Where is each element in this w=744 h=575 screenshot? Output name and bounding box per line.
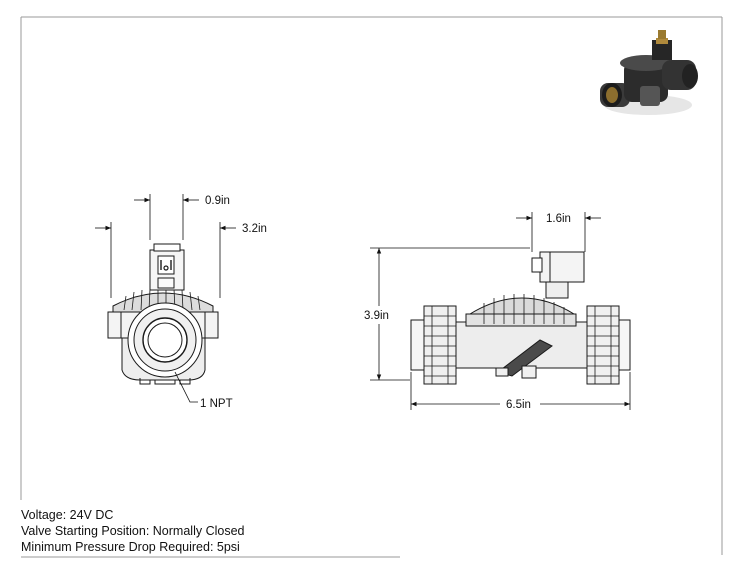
dim-side-length: 6.5in [506,399,531,411]
dim-front-offset: 0.9in [205,195,230,207]
dim-front-port: 1 NPT [200,398,233,410]
front-view [107,243,219,385]
spec-voltage: Voltage: 24V DC [21,508,114,522]
spec-pressure-drop: Minimum Pressure Drop Required: 5psi [21,540,240,554]
dim-side-height: 3.9in [364,310,389,322]
sheet-border [20,16,723,558]
dim-side-solenoid: 1.6in [546,213,571,225]
front-dimension-lines [95,194,236,403]
side-dimension-lines [370,212,631,410]
dim-front-width: 3.2in [242,223,267,235]
valve-iso-thumbnail [600,30,698,115]
spec-starting-position: Valve Starting Position: Normally Closed [21,524,245,538]
side-view [410,251,631,385]
